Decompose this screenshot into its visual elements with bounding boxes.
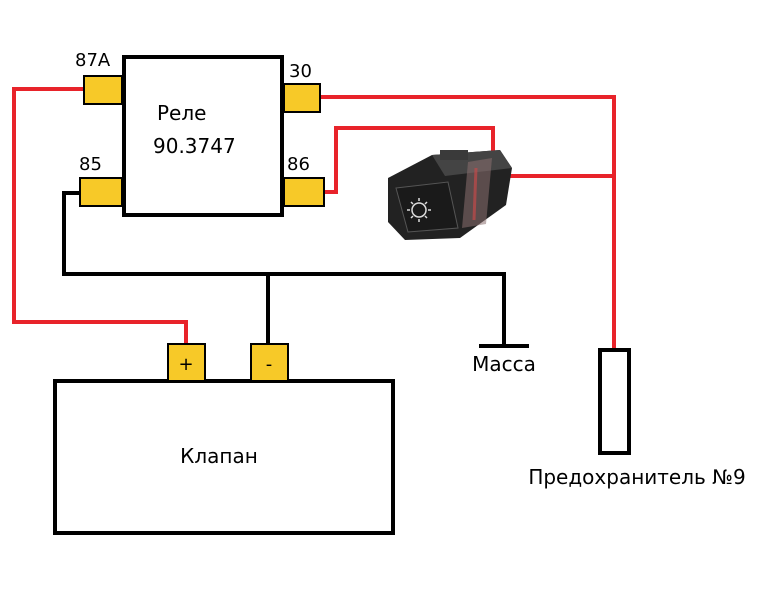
pin-85-terminal: [79, 177, 123, 207]
wire-87a-to-valve-plus: [12, 87, 188, 344]
relay-model: 90.3747: [153, 134, 236, 158]
pin-87a-label: 87A: [75, 50, 111, 71]
valve-minus-terminal: [250, 343, 289, 382]
pin-30-label: 30: [289, 61, 312, 82]
fuse-body: [598, 348, 631, 455]
wire-86-to-switch: [324, 126, 495, 194]
wire-30-to-fuse: [320, 95, 616, 350]
pin-86-label: 86: [287, 154, 310, 175]
valve-plus-terminal: [167, 343, 206, 382]
ground-label: Масса: [472, 352, 536, 376]
fog-light-switch-icon: [388, 150, 512, 240]
valve-minus-label: -: [266, 354, 273, 375]
wire-85-to-ground: [62, 191, 506, 346]
pin-30-terminal: [283, 83, 321, 113]
valve-label: Клапан: [180, 444, 258, 468]
positive-wires: [12, 87, 616, 350]
pin-87a-terminal: [83, 75, 123, 105]
ground-wires: [62, 191, 529, 348]
relay-name: Реле: [157, 101, 206, 125]
valve-body: [53, 379, 395, 535]
relay-body: [122, 55, 284, 217]
pin-86-terminal: [283, 177, 325, 207]
valve-plus-label: +: [178, 354, 193, 375]
fuse-label: Предохранитель №9: [528, 465, 745, 489]
pin-85-label: 85: [79, 154, 102, 175]
